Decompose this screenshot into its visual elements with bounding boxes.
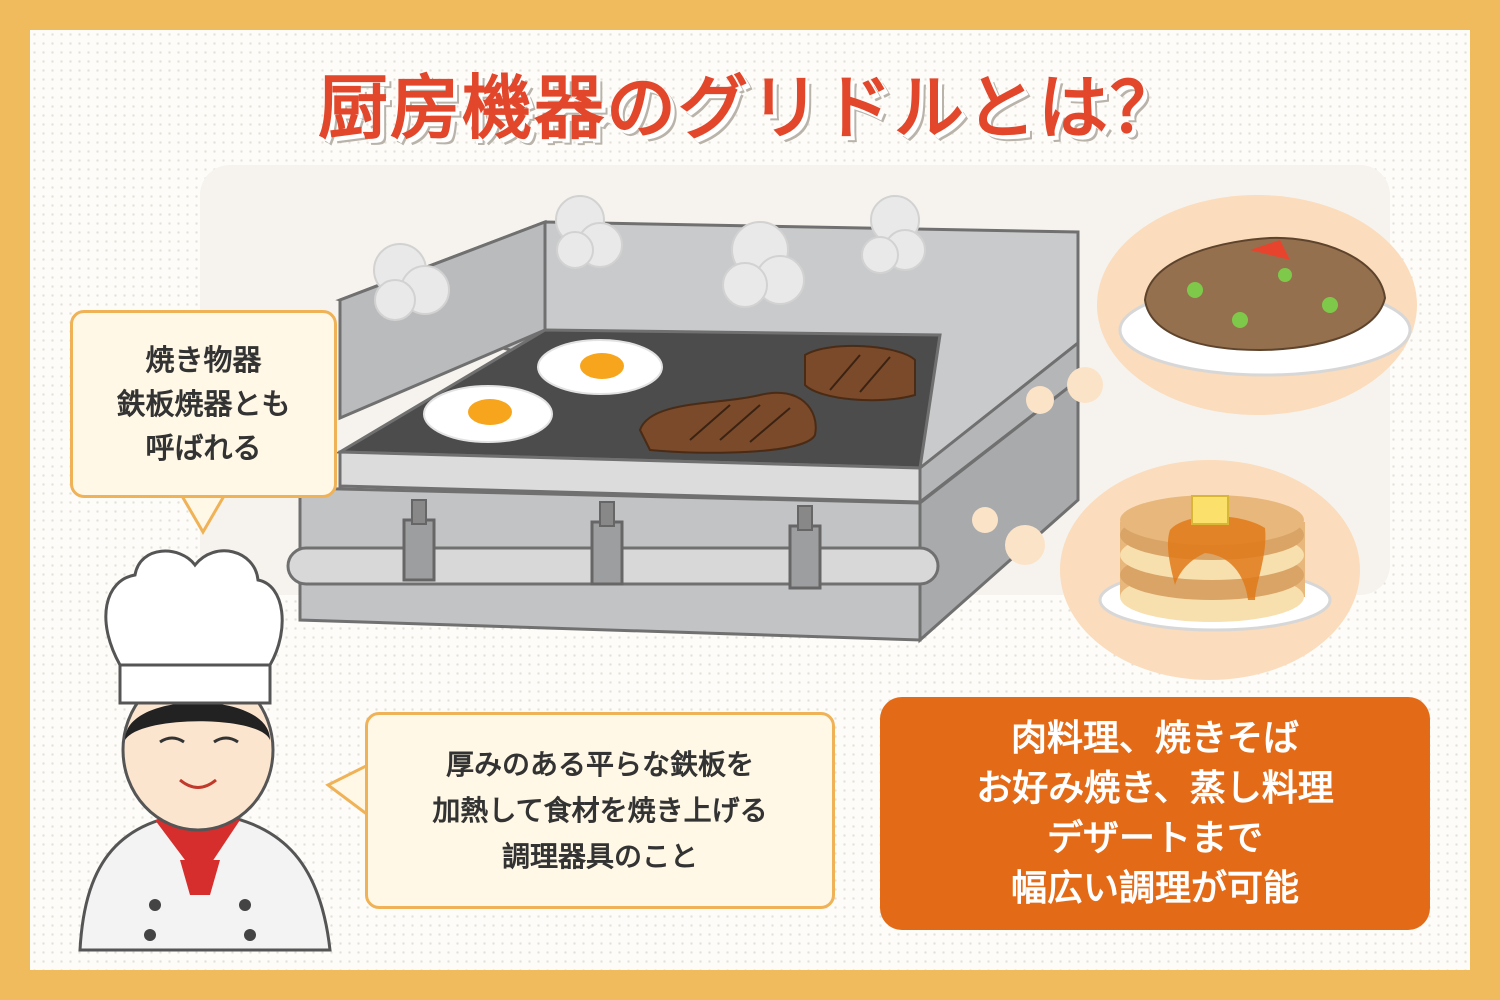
uses-box: 肉料理、焼きそば お好み焼き、蒸し料理 デザートまで 幅広い調理が可能 [880, 697, 1430, 930]
fried-egg-icon [423, 339, 663, 443]
griddle-icon [286, 219, 1080, 644]
page-title: 厨房機器のグリドルとは？ [318, 67, 1182, 149]
steam-icon [373, 195, 926, 321]
steak-icon [638, 345, 916, 454]
pancake-icon [1060, 460, 1360, 680]
uses-box-text: 肉料理、焼きそば お好み焼き、蒸し料理 デザートまで 幅広い調理が可能 [976, 717, 1334, 909]
chef-icon [78, 549, 332, 952]
yakisoba-icon [1097, 195, 1417, 415]
bubble-tail-bottom [325, 762, 370, 818]
bubble-tail-top [179, 494, 227, 535]
thought-dots [972, 367, 1103, 565]
bubble-definition-text: 厚みのある平らな鉄板を 加熱して食材を焼き上げる 調理器具のこと [432, 747, 768, 873]
bubble-alias: 焼き物器 鉄板焼器とも 呼ばれる [70, 310, 337, 498]
bubble-alias-text: 焼き物器 鉄板焼器とも 呼ばれる [116, 343, 291, 465]
bubble-definition: 厚みのある平らな鉄板を 加熱して食材を焼き上げる 調理器具のこと [365, 712, 835, 909]
